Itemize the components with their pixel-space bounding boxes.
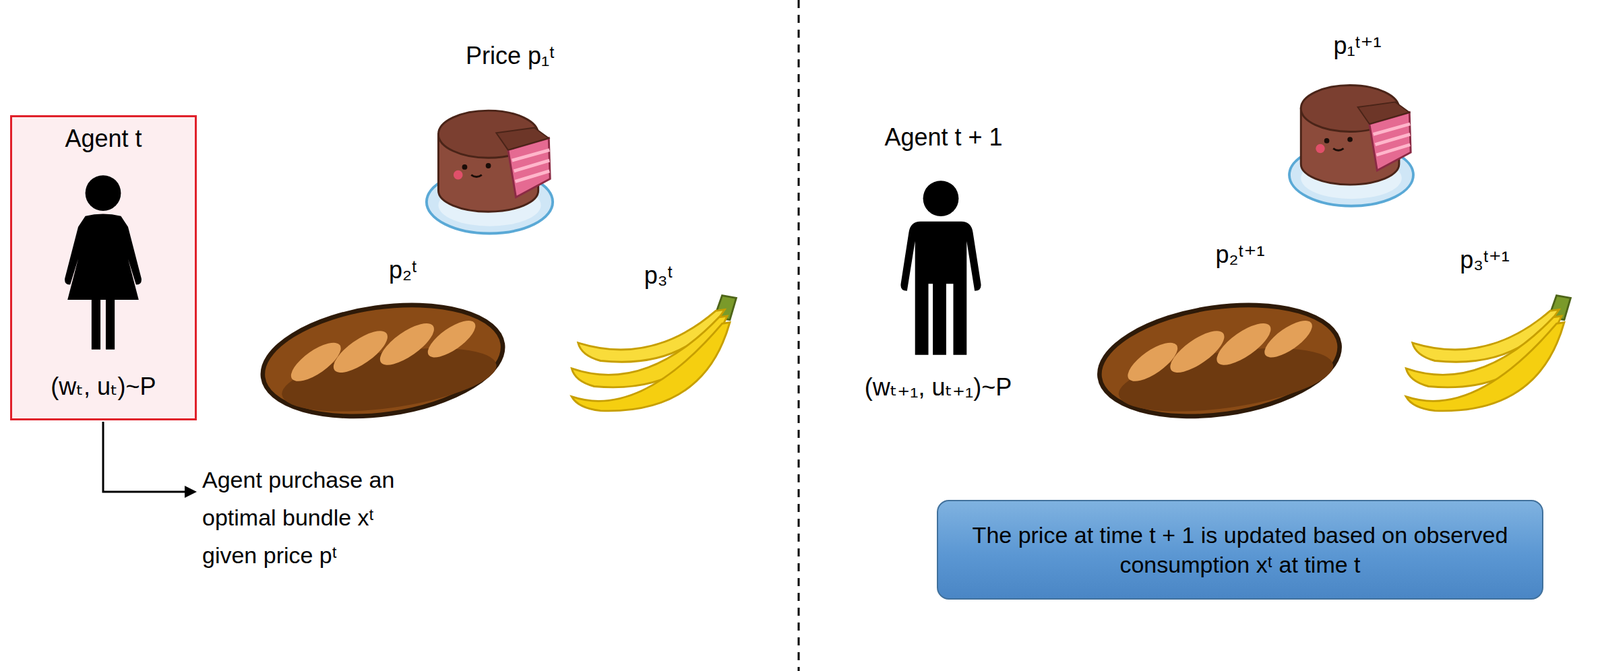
agent-box: Agent t (wₜ, uₜ)~P <box>10 115 197 421</box>
banana-image <box>571 295 736 412</box>
node-text: The price at time t + 1 is updated based… <box>952 520 1528 580</box>
action-note: Agent purchase an optimal bundle xᵗ give… <box>202 460 425 575</box>
bread-image <box>255 291 511 431</box>
price-label: p₂ᵗ⁺¹ <box>1215 239 1266 269</box>
price-label: p₃ᵗ <box>644 260 674 290</box>
node-text: Agent t <box>64 124 142 153</box>
cake-image <box>1289 85 1414 207</box>
divider-line <box>797 0 800 671</box>
agent-type-label: (wₜ₊₁, uₜ₊₁)~P <box>864 372 1013 402</box>
price-label: p₂ᵗ <box>388 255 418 285</box>
arrow-head <box>184 485 197 499</box>
cake-image <box>426 110 553 234</box>
agent-label: Agent t + 1 <box>884 122 1003 152</box>
price-label: p₃ᵗ⁺¹ <box>1459 245 1510 275</box>
node-text: (wₜ, uₜ)~P <box>50 372 156 402</box>
price-label: p₁ᵗ⁺¹ <box>1333 31 1381 60</box>
woman-icon <box>64 175 142 350</box>
leader-arrow <box>103 421 187 492</box>
update-note-box: The price at time t + 1 is updated based… <box>936 500 1544 600</box>
price-label: Price p₁ᵗ <box>465 41 555 71</box>
bread-image <box>1092 291 1348 431</box>
agent-panel-fill <box>10 115 197 421</box>
man-icon <box>900 180 981 356</box>
banana-image <box>1405 295 1571 412</box>
